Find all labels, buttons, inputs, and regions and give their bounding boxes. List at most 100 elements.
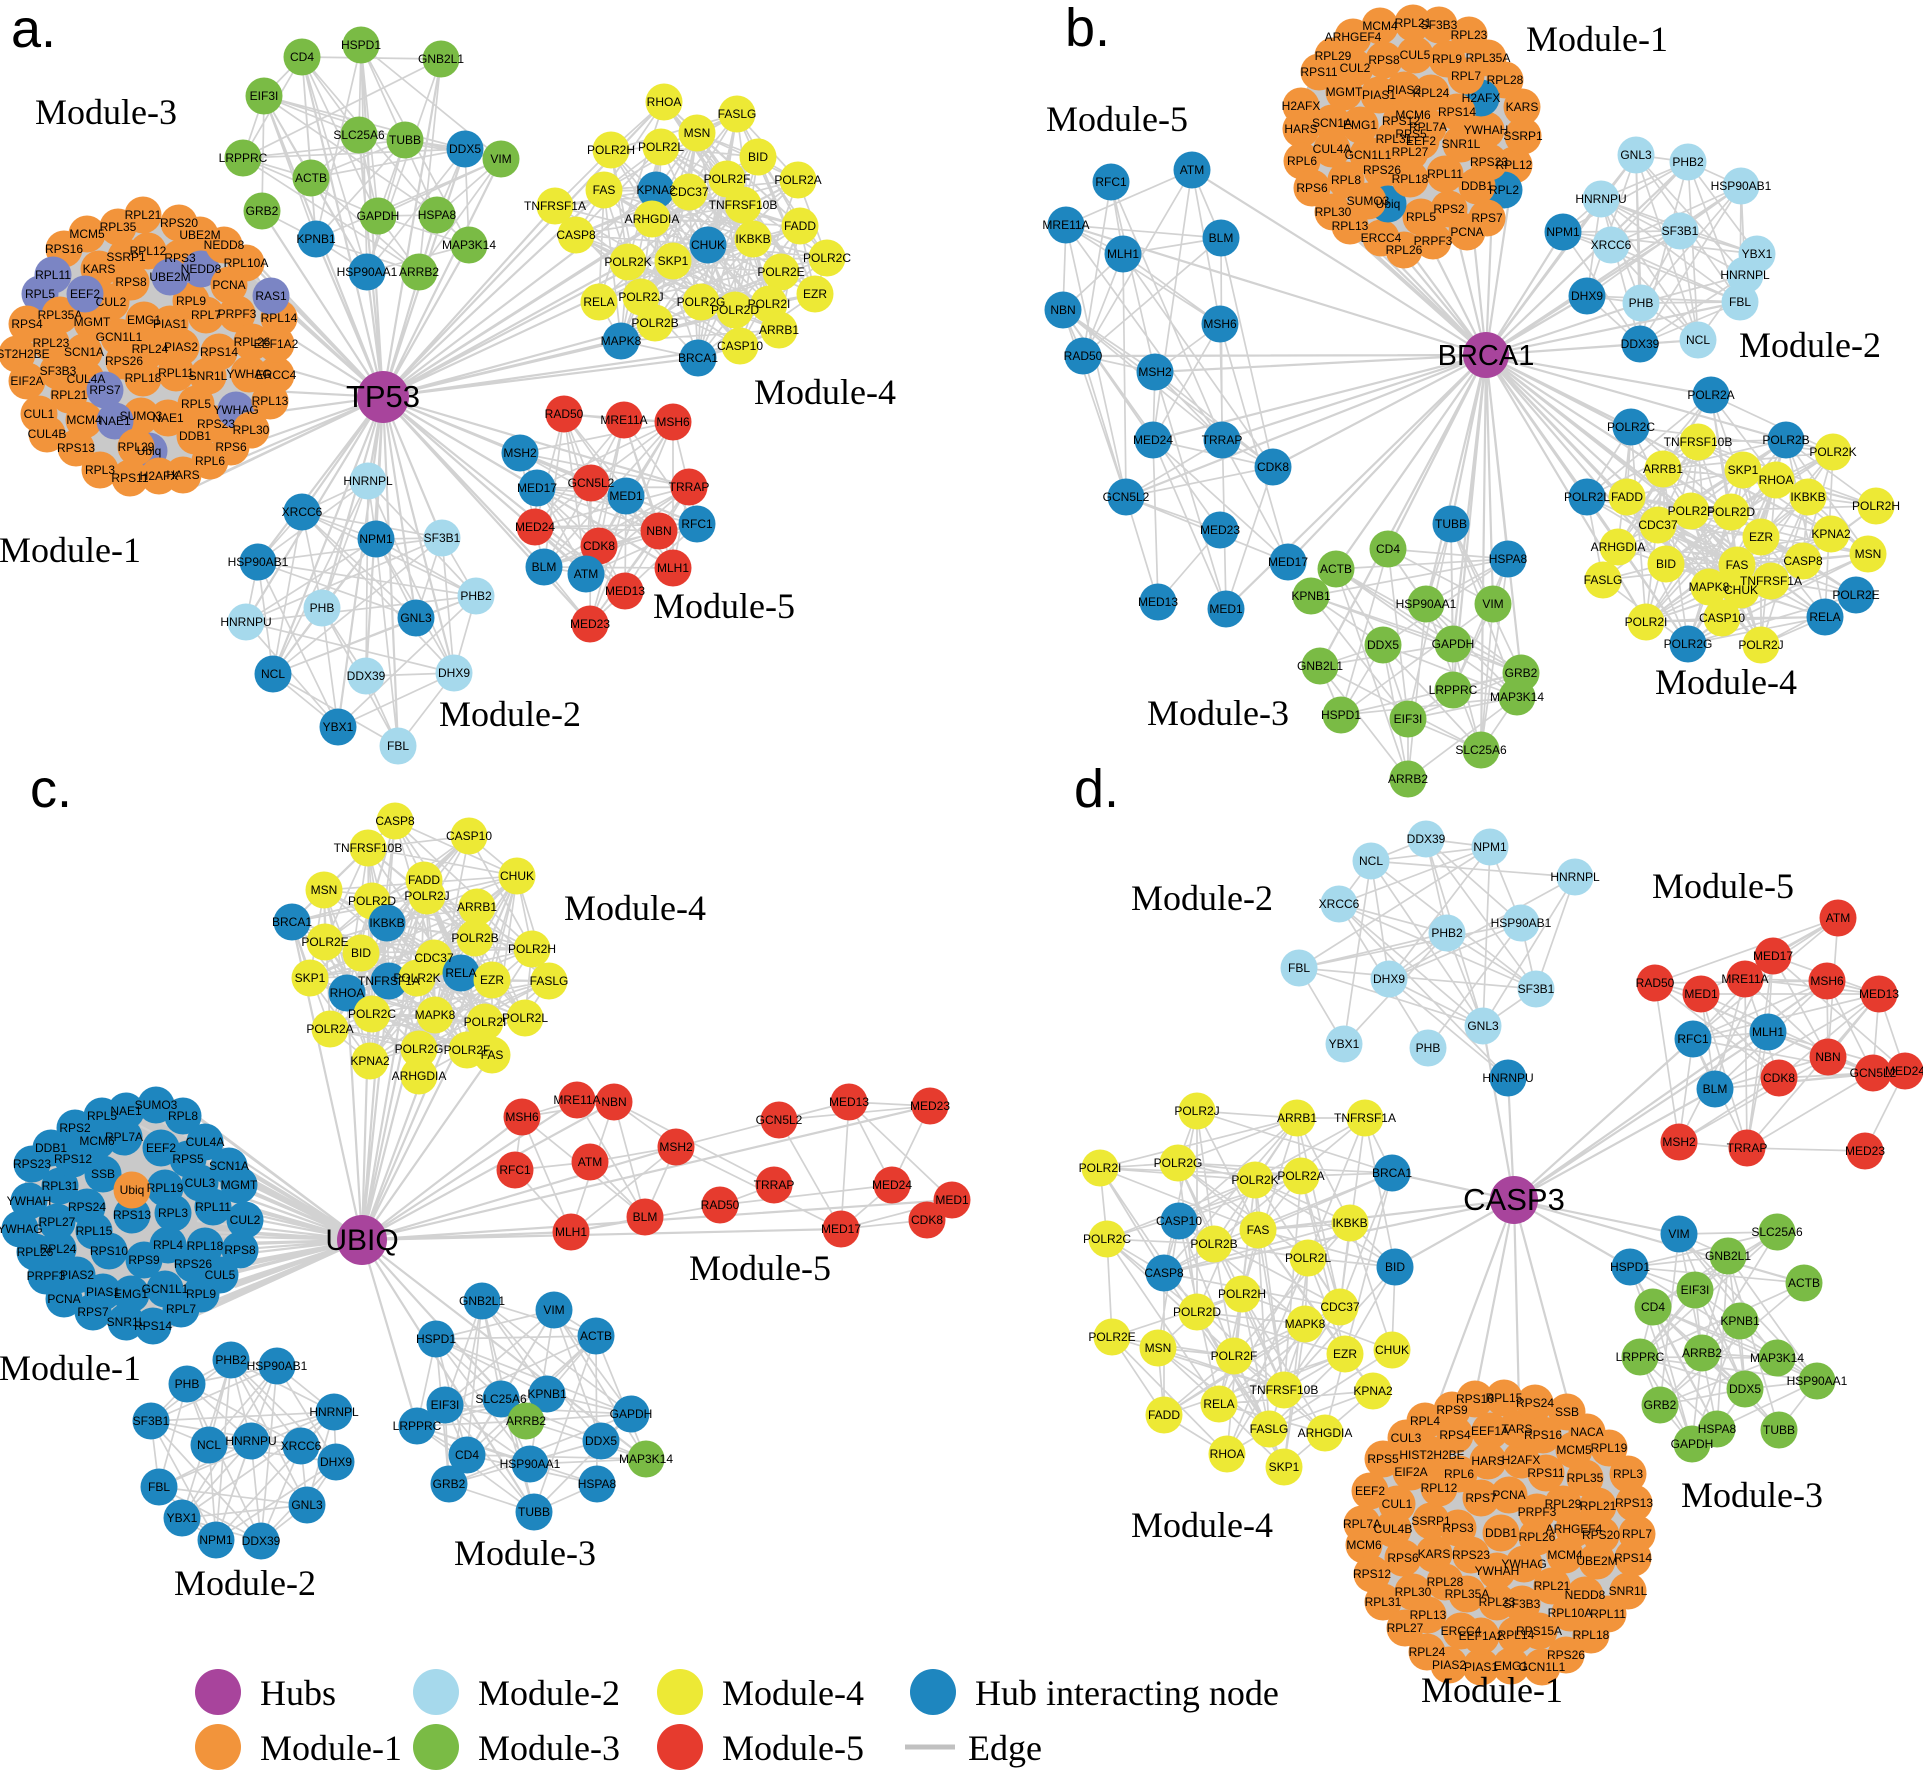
svg-text:PHB: PHB xyxy=(310,601,335,615)
svg-text:MSH6: MSH6 xyxy=(1810,974,1844,988)
svg-text:Module-1: Module-1 xyxy=(260,1728,402,1768)
svg-text:PHB: PHB xyxy=(1416,1041,1441,1055)
svg-text:MAPK8: MAPK8 xyxy=(1285,1317,1326,1331)
svg-text:Module-1: Module-1 xyxy=(0,1348,141,1388)
svg-text:KPNB1: KPNB1 xyxy=(296,232,336,246)
svg-text:CUL1: CUL1 xyxy=(1382,1497,1413,1511)
svg-text:NEDD8: NEDD8 xyxy=(1565,1588,1606,1602)
svg-text:CASP8: CASP8 xyxy=(1144,1266,1184,1280)
svg-text:RFC1: RFC1 xyxy=(499,1163,531,1177)
svg-text:EEF1A2: EEF1A2 xyxy=(1459,1629,1504,1643)
svg-text:RPL3: RPL3 xyxy=(158,1206,188,1220)
svg-text:ARRB1: ARRB1 xyxy=(759,323,799,337)
svg-text:ARRB1: ARRB1 xyxy=(1277,1111,1317,1125)
svg-text:NBN: NBN xyxy=(646,524,671,538)
svg-text:CD4: CD4 xyxy=(290,50,314,64)
svg-text:PHB2: PHB2 xyxy=(1431,926,1463,940)
svg-text:NEDD8: NEDD8 xyxy=(204,238,245,252)
svg-text:EZR: EZR xyxy=(480,973,504,987)
svg-text:MSH2: MSH2 xyxy=(1662,1135,1696,1149)
svg-text:CUL2: CUL2 xyxy=(230,1213,261,1227)
svg-text:ATM: ATM xyxy=(574,567,598,581)
svg-text:TNFRSF1A: TNFRSF1A xyxy=(524,199,586,213)
svg-text:RPL3: RPL3 xyxy=(1613,1467,1643,1481)
svg-text:DDX5: DDX5 xyxy=(585,1434,617,1448)
svg-text:GNL3: GNL3 xyxy=(1620,148,1652,162)
svg-text:SNR1L: SNR1L xyxy=(1609,1584,1648,1598)
svg-text:RPL24: RPL24 xyxy=(1413,86,1450,100)
svg-text:RPL23: RPL23 xyxy=(1479,1595,1516,1609)
svg-text:FASLG: FASLG xyxy=(1250,1422,1289,1436)
svg-text:ACTB: ACTB xyxy=(1788,1276,1820,1290)
svg-text:CUL5: CUL5 xyxy=(205,1268,236,1282)
svg-text:Edge: Edge xyxy=(968,1728,1042,1768)
svg-text:RPL11: RPL11 xyxy=(1590,1607,1626,1621)
svg-text:POLR2H: POLR2H xyxy=(587,143,635,157)
svg-text:Module-4: Module-4 xyxy=(564,888,706,928)
svg-text:EIF3I: EIF3I xyxy=(431,1398,460,1412)
svg-text:FAS: FAS xyxy=(481,1048,504,1062)
svg-text:MED17: MED17 xyxy=(1753,949,1793,963)
svg-text:ATM: ATM xyxy=(1826,911,1850,925)
svg-text:GCN5L2: GCN5L2 xyxy=(756,1113,803,1127)
svg-text:XRCC6: XRCC6 xyxy=(281,1439,322,1453)
svg-text:DDB1: DDB1 xyxy=(1485,1526,1517,1540)
svg-text:POLR2J: POLR2J xyxy=(404,889,449,903)
svg-text:FADD: FADD xyxy=(408,873,440,887)
svg-text:MSH6: MSH6 xyxy=(656,415,690,429)
svg-text:MSH2: MSH2 xyxy=(659,1140,693,1154)
svg-text:POLR2C: POLR2C xyxy=(348,1007,396,1021)
svg-text:UBIQ: UBIQ xyxy=(325,1224,398,1257)
svg-text:Module-2: Module-2 xyxy=(174,1563,316,1603)
svg-text:RFC1: RFC1 xyxy=(681,517,713,531)
svg-text:UBE2M: UBE2M xyxy=(149,270,190,284)
svg-text:RPS24: RPS24 xyxy=(68,1200,106,1214)
svg-text:POLR2C: POLR2C xyxy=(1083,1232,1131,1246)
svg-text:CASP10: CASP10 xyxy=(1156,1214,1202,1228)
svg-text:SSB: SSB xyxy=(1555,1405,1579,1419)
svg-text:TRRAP: TRRAP xyxy=(1727,1141,1768,1155)
svg-text:RPS13: RPS13 xyxy=(113,1208,151,1222)
svg-text:YWHAG: YWHAG xyxy=(1501,1557,1546,1571)
svg-text:BLM: BLM xyxy=(1209,231,1234,245)
svg-text:MLH1: MLH1 xyxy=(555,1225,587,1239)
svg-text:BLM: BLM xyxy=(1703,1082,1728,1096)
svg-text:RELA: RELA xyxy=(1203,1397,1234,1411)
svg-text:BID: BID xyxy=(748,150,768,164)
svg-text:EIF3I: EIF3I xyxy=(1394,712,1423,726)
svg-text:RPS7: RPS7 xyxy=(77,1305,109,1319)
svg-text:RPL29: RPL29 xyxy=(1315,49,1352,63)
svg-text:CASP8: CASP8 xyxy=(375,814,415,828)
svg-text:POLR2L: POLR2L xyxy=(1564,490,1610,504)
svg-text:RPL2: RPL2 xyxy=(1489,183,1519,197)
svg-text:POLR2D: POLR2D xyxy=(1707,505,1755,519)
svg-text:HSP90AB1: HSP90AB1 xyxy=(247,1359,308,1373)
svg-text:FAS: FAS xyxy=(1726,558,1749,572)
svg-text:RPL24: RPL24 xyxy=(132,342,169,356)
svg-text:MAPK8: MAPK8 xyxy=(415,1008,456,1022)
svg-text:SF3B1: SF3B1 xyxy=(1662,224,1699,238)
svg-text:CUL3: CUL3 xyxy=(1391,1431,1422,1445)
svg-text:POLR2D: POLR2D xyxy=(1173,1305,1221,1319)
svg-text:TUBB: TUBB xyxy=(389,133,421,147)
svg-text:MCM4: MCM4 xyxy=(66,413,102,427)
svg-text:TNFRSF1A: TNFRSF1A xyxy=(1740,574,1802,588)
svg-text:RFC1: RFC1 xyxy=(1095,175,1127,189)
svg-text:CDC37: CDC37 xyxy=(1638,518,1678,532)
svg-text:RPS20: RPS20 xyxy=(1582,1528,1620,1542)
svg-text:CUL4A: CUL4A xyxy=(186,1135,225,1149)
svg-text:HSP90AA1: HSP90AA1 xyxy=(500,1457,561,1471)
svg-text:CUL2: CUL2 xyxy=(1340,61,1371,75)
svg-text:YBX1: YBX1 xyxy=(167,1511,198,1525)
svg-text:RPL9: RPL9 xyxy=(176,294,206,308)
svg-text:RPS23: RPS23 xyxy=(1470,155,1508,169)
svg-text:HNRNPL: HNRNPL xyxy=(309,1405,359,1419)
svg-text:POLR2H: POLR2H xyxy=(508,942,556,956)
svg-text:POLR2I: POLR2I xyxy=(1625,615,1668,629)
svg-text:BRCA1: BRCA1 xyxy=(272,915,312,929)
svg-text:MCM6: MCM6 xyxy=(79,1134,115,1148)
svg-text:SKP1: SKP1 xyxy=(1728,463,1759,477)
svg-text:FASLG: FASLG xyxy=(530,974,569,988)
svg-text:CDC37: CDC37 xyxy=(669,185,709,199)
svg-text:KARS: KARS xyxy=(1506,100,1539,114)
